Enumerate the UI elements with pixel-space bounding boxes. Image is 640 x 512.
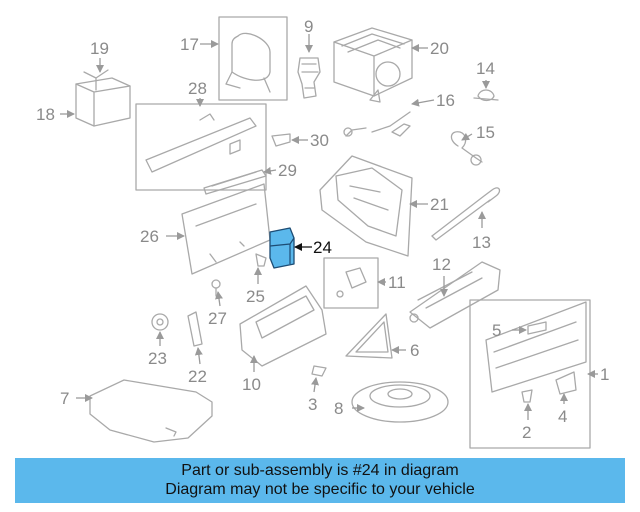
part-18-battery [75,69,131,127]
callout-22: 22 [188,367,207,386]
callout-21: 21 [430,195,449,214]
callout-4: 4 [558,407,567,426]
callout-numbers: 19 18 17 9 20 14 16 15 28 30 29 26 24 21… [36,17,609,442]
part-22-bracket [187,311,203,347]
callout-20: 20 [430,39,449,58]
part-12-jack [409,261,501,329]
callout-6: 6 [410,341,419,360]
callout-25: 25 [246,287,265,306]
part-21-tray [319,155,413,257]
callout-8: 8 [334,399,343,418]
part-9-pump [297,57,321,99]
part-3-fastener [311,365,327,377]
callout-13: 13 [472,233,491,252]
callout-15: 15 [476,123,495,142]
callout-7: 7 [60,389,69,408]
part-24-cover [269,227,295,269]
callout-11: 11 [388,273,406,292]
callout-28: 28 [188,79,207,98]
callout-5: 5 [492,321,501,340]
banner-line-1: Part or sub-assembly is #24 in diagram [181,462,459,479]
part-8-spare-wheel-foam [351,381,449,423]
part-30-bracket [271,133,291,147]
callout-2: 2 [522,423,531,442]
part-20-compressor [333,27,413,103]
part-17-canister [218,16,288,101]
part-23-grommet [151,313,169,331]
parts-diagram: 19 18 17 9 20 14 16 15 28 30 29 26 24 21… [36,16,609,449]
callout-24: 24 [313,238,332,257]
part-10-box [239,285,327,367]
part-14-valve [473,89,499,102]
callout-14: 14 [476,59,495,78]
banner-line-2: Diagram may not be specific to your vehi… [165,481,475,498]
callout-17: 17 [180,35,199,54]
part-28-trim-panel [135,103,267,191]
callout-26: 26 [140,227,159,246]
info-banner: Part or sub-assembly is #24 in diagram D… [15,458,625,503]
callout-29: 29 [278,161,297,180]
callout-18: 18 [36,105,55,124]
callout-1: 1 [600,365,609,384]
callout-30: 30 [310,131,329,150]
part-13-rod [431,187,501,241]
part-6-triangle [345,313,393,359]
callout-9: 9 [304,17,313,36]
callout-3: 3 [308,395,317,414]
part-25-clip [255,253,267,267]
leader-lines [60,34,598,420]
part-7-floor-mat [89,379,213,443]
callout-16: 16 [436,91,455,110]
part-1-assembly [469,299,591,449]
callout-27: 27 [208,309,227,328]
part-11-bracket [323,257,379,309]
callout-12: 12 [432,255,451,274]
callout-23: 23 [148,349,167,368]
callout-19: 19 [90,39,109,58]
part-15-tow-hook [450,131,483,166]
part-29-strip [203,169,267,195]
part-16-wrench [343,111,411,137]
callout-10: 10 [242,375,261,394]
